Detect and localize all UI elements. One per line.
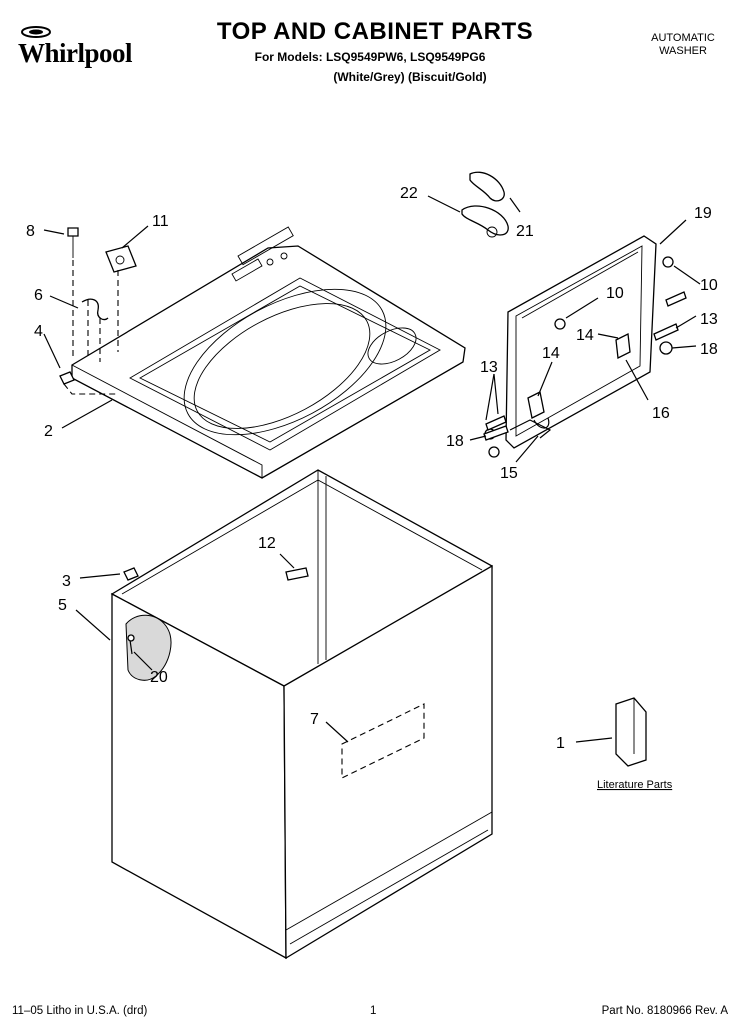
callout-21: 21 [516, 223, 534, 240]
callout-20: 20 [150, 669, 168, 686]
callout-5: 5 [58, 597, 67, 614]
literature-parts-label: Literature Parts [597, 779, 673, 791]
callout-1: 1 [556, 735, 565, 752]
callout-3: 3 [62, 573, 71, 590]
callout-18a: 18 [446, 433, 464, 450]
appliance-type-line2: WASHER [659, 45, 707, 57]
callout-13b: 13 [700, 311, 718, 328]
callout-15: 15 [500, 465, 518, 482]
cabinet [110, 469, 493, 960]
callout-10b: 10 [700, 277, 718, 294]
color-variants: (White/Grey) (Biscuit/Gold) [333, 70, 487, 84]
appliance-type: AUTOMATIC WASHER [628, 32, 738, 58]
part-number: Part No. 8180966 Rev. A [601, 1005, 728, 1017]
callout-2: 2 [44, 423, 53, 440]
whirlpool-logo [14, 22, 154, 74]
lid-assembly [483, 235, 687, 458]
callout-14a: 14 [542, 345, 560, 362]
callout-6: 6 [34, 287, 43, 304]
callout-11: 11 [152, 213, 169, 230]
page-title: TOP AND CABINET PARTS [216, 18, 534, 45]
dispenser-caps [461, 171, 509, 238]
callout-13a: 13 [480, 359, 498, 376]
callout-4: 4 [34, 323, 43, 340]
litho-info: 11–05 Litho in U.S.A. (drd) [12, 1005, 148, 1017]
top-panel [71, 226, 466, 479]
models-line: For Models: LSQ9549PW6, LSQ9549PG6 [254, 50, 486, 64]
leader-lines [43, 195, 701, 743]
brand-name: Whirlpool [18, 38, 133, 68]
callout-10a: 10 [606, 285, 624, 302]
callout-7: 7 [310, 711, 319, 728]
callout-18b: 18 [700, 341, 718, 358]
swirl-logo-icon [21, 26, 51, 38]
appliance-type-line1: AUTOMATIC [651, 32, 715, 44]
callout-numbers: 8 11 6 4 2 22 21 19 10 10 13 14 18 16 14… [26, 185, 718, 791]
callout-16: 16 [652, 405, 670, 422]
callout-19: 19 [694, 205, 712, 222]
literature-booklet [615, 697, 647, 767]
callout-22: 22 [400, 185, 418, 202]
callout-8: 8 [26, 223, 35, 240]
callout-12: 12 [258, 535, 276, 552]
top-hardware [59, 227, 137, 395]
page-number: 1 [370, 1005, 377, 1017]
callout-14b: 14 [576, 327, 594, 344]
